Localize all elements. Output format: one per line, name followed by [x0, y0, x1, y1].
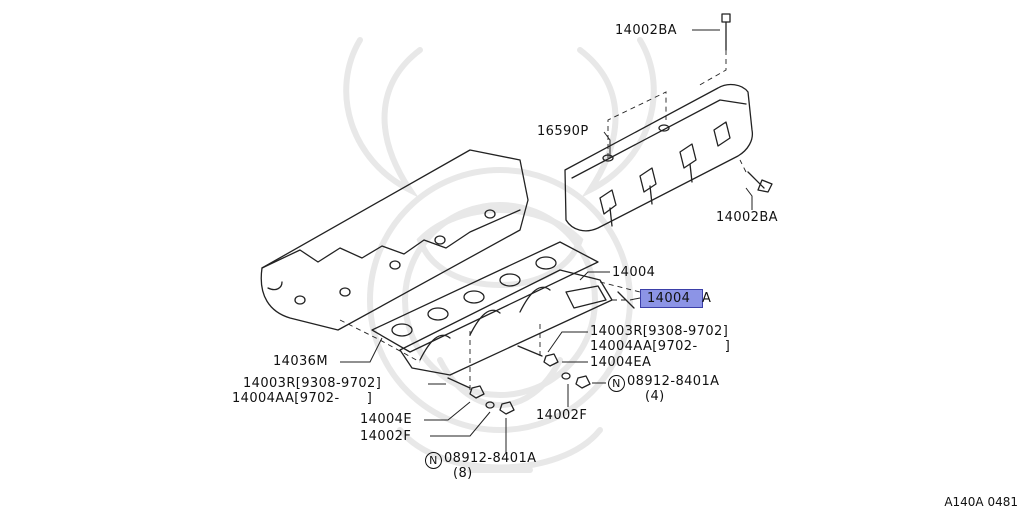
- part-label-14002F-right: 14002F: [536, 408, 588, 423]
- nuts-washers: [469, 353, 591, 415]
- nut-code-bottom: 08912-8401A: [444, 451, 537, 466]
- highlighted-part-box[interactable]: [640, 289, 703, 308]
- part-label-14004: 14004: [612, 265, 656, 280]
- part-label-14036M: 14036M: [273, 354, 328, 369]
- cylinder-head: [260, 149, 529, 331]
- nut-qty-bottom: (8): [453, 466, 473, 481]
- leader-lines: [340, 29, 753, 452]
- part-label-14002BA-right: 14002BA: [716, 210, 778, 225]
- part-label-14004E: 14004E: [360, 412, 412, 427]
- part-label-14004-highlighted[interactable]: 14004: [647, 291, 691, 306]
- part-label-14004AA-left: 14004AA[9702- ]: [232, 391, 373, 406]
- part-label-suffix-A: A: [702, 291, 712, 306]
- part-label-14002F-left: 14002F: [360, 429, 412, 444]
- n-circle-icon: N: [425, 452, 442, 469]
- watermark-emblem: [343, 37, 657, 473]
- part-label-14003R-left: 14003R[9308-9702]: [243, 376, 382, 391]
- nut-code-right: 08912-8401A: [627, 374, 720, 389]
- manifold-gasket: [371, 241, 599, 353]
- bolts: [447, 13, 773, 389]
- part-label-14003R-right: 14003R[9308-9702]: [590, 324, 729, 339]
- n-circle-icon: N: [608, 375, 625, 392]
- nut-qty-right: (4): [645, 389, 665, 404]
- part-label-14004AA-right: 14004AA[9702- ]: [590, 339, 731, 354]
- dashed-guide-lines: [339, 50, 747, 390]
- part-label-16590P: 16590P: [537, 124, 589, 139]
- diagram-code: A140A 0481: [944, 495, 1018, 509]
- part-label-14002BA-top: 14002BA: [615, 23, 677, 38]
- part-label-14004EA: 14004EA: [590, 355, 652, 370]
